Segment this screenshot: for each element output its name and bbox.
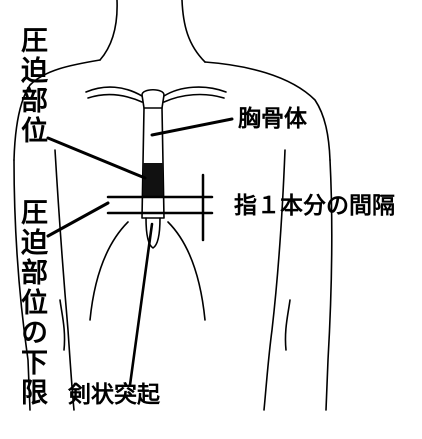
compression-area [143, 163, 163, 196]
leader-compression-site [48, 138, 145, 178]
neck-outline-left [100, 0, 117, 60]
muscle-detail-right [285, 300, 290, 350]
neck-outline-right [182, 0, 205, 62]
arm-line-right [264, 150, 285, 410]
rib-curve-right [168, 222, 205, 320]
leader-xiphoid [130, 224, 152, 385]
manubrium [142, 90, 164, 108]
label-xiphoid-process: 剣状突起 [68, 384, 160, 407]
muscle-detail-left [60, 300, 65, 350]
clavicle-right-inner [164, 95, 224, 102]
clavicle-left-inner [88, 95, 142, 102]
label-sternum-body: 胸骨体 [238, 108, 307, 131]
rib-curve-left [90, 222, 128, 320]
leader-sternum-body [152, 119, 232, 135]
arm-line-left [55, 150, 74, 410]
label-one-finger-width: 指１本分の間隔 [234, 195, 395, 218]
label-lower-limit-of-compression-site: 圧迫部位の下限 [18, 198, 45, 408]
leader-lower-limit [48, 203, 108, 236]
label-compression-site: 圧迫部位 [18, 26, 45, 146]
